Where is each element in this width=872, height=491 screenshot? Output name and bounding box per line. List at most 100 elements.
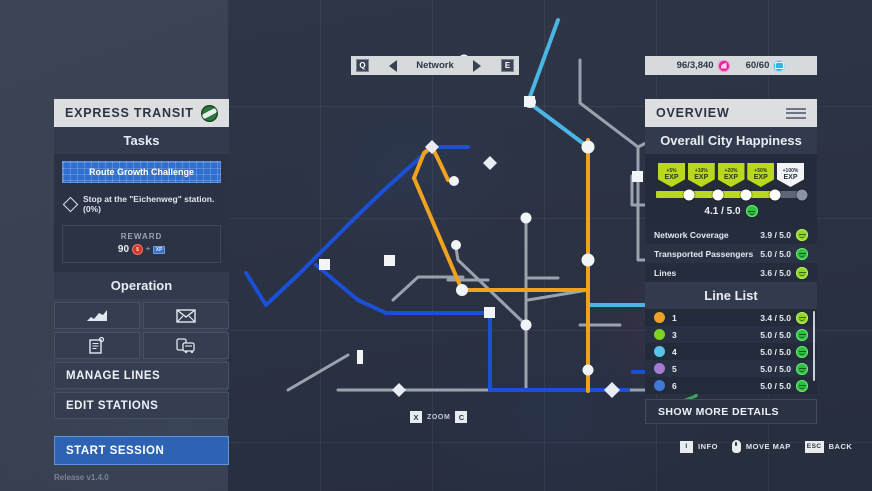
prev-arrow-icon[interactable] <box>388 59 397 72</box>
mouse-icon <box>731 440 741 453</box>
line-id: 6 <box>672 380 677 391</box>
hamburger-icon[interactable] <box>786 107 806 119</box>
list-item[interactable]: 3 5.0 / 5.0 <box>645 326 817 343</box>
mood-icon <box>796 228 808 241</box>
track-knob <box>740 189 752 200</box>
reward-label: REWARD <box>120 232 163 241</box>
reward-amount: 90 <box>117 244 130 255</box>
challenge-banner[interactable]: Route Growth Challenge <box>62 161 221 183</box>
line-list-title: Line List <box>645 282 817 309</box>
version-label: Release v1.4.0 <box>54 473 109 482</box>
line-color-dot <box>654 363 665 374</box>
back-label: BACK <box>828 442 853 451</box>
badge-pct: +50% <box>754 167 768 174</box>
badge-label: EXP <box>664 173 679 181</box>
mood-icon <box>796 247 808 260</box>
line-id: 1 <box>672 312 677 323</box>
line-id: 4 <box>672 346 677 357</box>
money-icon: $ <box>132 244 144 255</box>
key-icon: ESC <box>804 440 824 453</box>
task-item: Stop at the "Eichenweg" station. (0%) <box>62 194 221 214</box>
envelope-icon <box>176 308 196 323</box>
zoom-label: ZOOM <box>427 413 451 421</box>
panel-title: EXPRESS TRANSIT <box>65 106 194 120</box>
passengers-value: 96/3,840 <box>676 60 714 71</box>
chart-icon <box>87 310 107 321</box>
mood-icon <box>796 362 808 375</box>
list-item[interactable]: 4 5.0 / 5.0 <box>645 343 817 360</box>
happiness-badges: +5% EXP +10% EXP +20% EXP +50% EXP +100% <box>654 163 808 187</box>
badge-label: EXP <box>753 173 768 181</box>
contracts-button[interactable] <box>54 332 140 359</box>
resource-bar: 96/3,840 60/60 <box>645 56 817 75</box>
happiness-score-row: 4.1 / 5.0 <box>654 205 808 217</box>
list-item[interactable]: 5 5.0 / 5.0 <box>645 360 817 377</box>
panel-header: EXPRESS TRANSIT <box>54 99 229 127</box>
line-value: 5.0 / 5.0 <box>760 380 791 391</box>
happiness-score: 4.1 / 5.0 <box>704 205 741 217</box>
reward-value: 90 $ + XP <box>63 244 220 255</box>
zoom-out-key[interactable]: X <box>410 411 422 423</box>
move-map-label: MOVE MAP <box>745 442 791 451</box>
overview-title: OVERVIEW <box>656 106 730 120</box>
operation-title: Operation <box>54 272 229 299</box>
reward-box: REWARD 90 $ + XP <box>62 225 221 263</box>
zoom-in-key[interactable]: C <box>455 411 468 423</box>
mail-button[interactable] <box>143 302 229 329</box>
vehicles-value: 60/60 <box>745 60 770 71</box>
key-icon: I <box>680 440 693 453</box>
line-id: 5 <box>672 363 677 374</box>
happiness-title: Overall City Happiness <box>645 127 817 154</box>
stat-value: 5.0 / 5.0 <box>760 248 791 259</box>
start-session-button[interactable]: START SESSION <box>54 436 229 465</box>
line-value: 5.0 / 5.0 <box>760 346 791 357</box>
line-list-scrollbar[interactable] <box>812 311 815 381</box>
mood-icon <box>796 266 808 279</box>
company-logo-icon <box>201 104 218 122</box>
exp-icon: XP <box>153 245 166 254</box>
list-item[interactable]: 6 5.0 / 5.0 <box>645 377 817 394</box>
stat-label: Network Coverage <box>654 229 729 240</box>
next-key[interactable]: E <box>500 59 514 72</box>
reward-plus: + <box>146 246 151 253</box>
happiness-badge: +5% EXP <box>658 163 685 187</box>
statistics-button[interactable] <box>54 302 140 329</box>
overview-header: OVERVIEW <box>645 99 817 127</box>
move-map-hint[interactable]: MOVE MAP <box>731 440 791 453</box>
next-arrow-icon[interactable] <box>473 59 482 72</box>
vehicles-button[interactable] <box>143 332 229 359</box>
show-more-details-button[interactable]: SHOW MORE DETAILS <box>645 399 817 424</box>
zoom-control[interactable]: X ZOOM C <box>410 411 468 423</box>
happiness-badge: +10% EXP <box>687 163 715 187</box>
track-knob-locked <box>796 189 807 200</box>
badge-pct: +100% <box>782 167 799 174</box>
line-list[interactable]: 1 3.4 / 5.0 3 5.0 / 5.0 4 5.0 / 5.0 5 5.… <box>645 309 817 394</box>
mood-icon <box>796 379 808 392</box>
badge-label: EXP <box>723 173 738 181</box>
network-nav-bar[interactable]: Q Network E <box>351 56 519 75</box>
manage-lines-button[interactable]: MANAGE LINES <box>54 362 229 389</box>
stat-label: Transported Passengers <box>654 248 754 259</box>
badge-pct: +10% <box>694 167 708 174</box>
edit-stations-button[interactable]: EDIT STATIONS <box>54 392 229 419</box>
track-knob <box>712 189 723 200</box>
info-label: INFO <box>698 442 718 451</box>
badge-pct: +20% <box>724 167 738 174</box>
line-color-dot <box>654 329 665 340</box>
line-color-dot <box>654 346 665 357</box>
line-id: 3 <box>672 329 677 340</box>
line-color-dot <box>654 312 665 323</box>
footer-hints: I INFO MOVE MAP ESC BACK <box>680 440 852 453</box>
line-value: 5.0 / 5.0 <box>760 329 791 340</box>
list-item[interactable]: 1 3.4 / 5.0 <box>645 309 817 326</box>
prev-key[interactable]: Q <box>356 59 369 72</box>
overview-panel: OVERVIEW Overall City Happiness +5% EXP … <box>645 99 817 424</box>
tasks-title: Tasks <box>54 127 229 154</box>
objective-text: Stop at the "Eichenweg" station. (0%) <box>83 194 215 214</box>
objective-diamond-icon <box>62 196 79 212</box>
info-hint[interactable]: I INFO <box>680 440 718 453</box>
badge-label: EXP <box>783 173 798 181</box>
back-hint[interactable]: ESC BACK <box>804 440 853 453</box>
line-value: 5.0 / 5.0 <box>760 363 791 374</box>
track-knob <box>769 189 780 200</box>
